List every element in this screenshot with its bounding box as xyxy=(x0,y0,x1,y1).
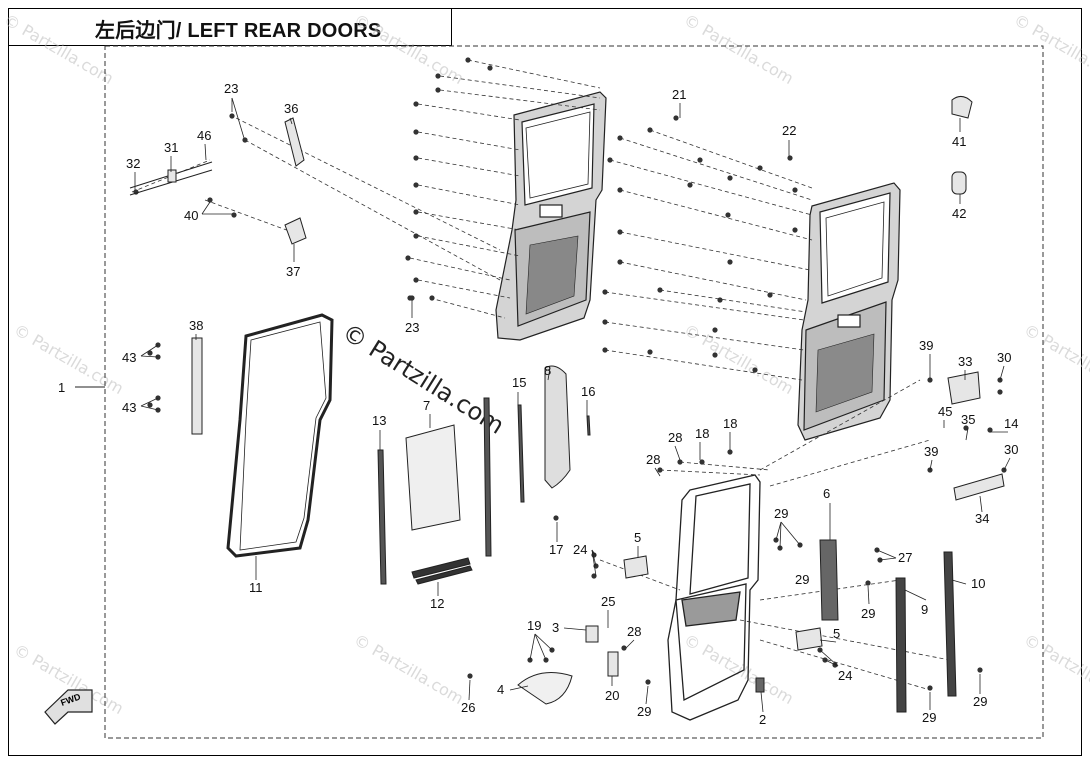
part-label: 25 xyxy=(601,594,615,609)
window-channels xyxy=(377,365,957,713)
window-glass xyxy=(405,424,461,531)
right-door-assembly xyxy=(797,182,901,441)
part-label: 34 xyxy=(975,511,989,526)
part-label: 29 xyxy=(973,694,987,709)
assembly-outline xyxy=(104,45,1044,739)
upper-left-door-frame xyxy=(495,91,607,341)
small-parts-left xyxy=(129,117,307,435)
part-label: 35 xyxy=(961,412,975,427)
part-label: 11 xyxy=(249,580,263,595)
part-label: 38 xyxy=(189,318,203,333)
part-label: 14 xyxy=(1004,416,1018,431)
part-label: 16 xyxy=(581,384,595,399)
part-label: 43 xyxy=(122,350,136,365)
part-label: 46 xyxy=(197,128,211,143)
fastener-bolts xyxy=(131,57,1007,691)
diagram-title: 左后边门/ LEFT REAR DOORS xyxy=(95,20,382,42)
part-label: 33 xyxy=(958,354,972,369)
part-label: 3 xyxy=(552,620,559,635)
part-label: 9 xyxy=(921,602,928,617)
part-label: 42 xyxy=(952,206,966,221)
part-label: 24 xyxy=(573,542,587,557)
door-seal-inner xyxy=(239,321,327,551)
small-parts-right xyxy=(517,96,1005,705)
part-label: 10 xyxy=(971,576,985,591)
part-label: 21 xyxy=(672,87,686,102)
part-label: 29 xyxy=(861,606,875,621)
part-label: 18 xyxy=(723,416,737,431)
lower-inner-door-frame xyxy=(667,474,761,721)
part-label: 18 xyxy=(695,426,709,441)
part-label: 26 xyxy=(461,700,475,715)
part-label: 30 xyxy=(1004,442,1018,457)
part-label: 20 xyxy=(605,688,619,703)
part-label: 5 xyxy=(634,530,641,545)
part-label: 32 xyxy=(126,156,140,171)
part-label: 23 xyxy=(224,81,238,96)
part-label: 19 xyxy=(527,618,541,633)
part-label: 22 xyxy=(782,123,796,138)
part-label: 29 xyxy=(637,704,651,719)
part-label: 28 xyxy=(668,430,682,445)
part-label: 1 xyxy=(58,380,65,395)
part-label: 39 xyxy=(919,338,933,353)
part-number-labels: 1 2 3 4 5 5 6 7 8 9 10 11 12 13 14 15 16… xyxy=(58,81,1018,727)
part-label: 40 xyxy=(184,208,198,223)
part-label: 43 xyxy=(122,400,136,415)
part-label: 29 xyxy=(774,506,788,521)
part-label: 4 xyxy=(497,682,504,697)
door-seal xyxy=(226,313,334,558)
part-label: 7 xyxy=(423,398,430,413)
part-label: 28 xyxy=(646,452,660,467)
part-label: 2 xyxy=(759,712,766,727)
part-label: 27 xyxy=(898,550,912,565)
part-label: 37 xyxy=(286,264,300,279)
part-label: 45 xyxy=(938,404,952,419)
label-leader-lines xyxy=(134,97,1011,713)
part-label: 29 xyxy=(795,572,809,587)
fwd-arrow-icon: FWD xyxy=(44,689,93,725)
part-label: 5 xyxy=(833,626,840,641)
part-label: 13 xyxy=(372,413,386,428)
part-label: 31 xyxy=(164,140,178,155)
part-label: 41 xyxy=(952,134,966,149)
part-label: 17 xyxy=(549,542,563,557)
diagram-frame xyxy=(8,8,1082,756)
part-label: 30 xyxy=(997,350,1011,365)
part-label: 29 xyxy=(922,710,936,725)
part-label: 12 xyxy=(430,596,444,611)
part-label: 28 xyxy=(627,624,641,639)
part-label: 39 xyxy=(924,444,938,459)
part-label: 36 xyxy=(284,101,298,116)
part-label: 8 xyxy=(544,363,551,378)
part-label: 6 xyxy=(823,486,830,501)
part-label: 24 xyxy=(838,668,852,683)
part-label: 15 xyxy=(512,375,526,390)
part-label: 23 xyxy=(405,320,419,335)
